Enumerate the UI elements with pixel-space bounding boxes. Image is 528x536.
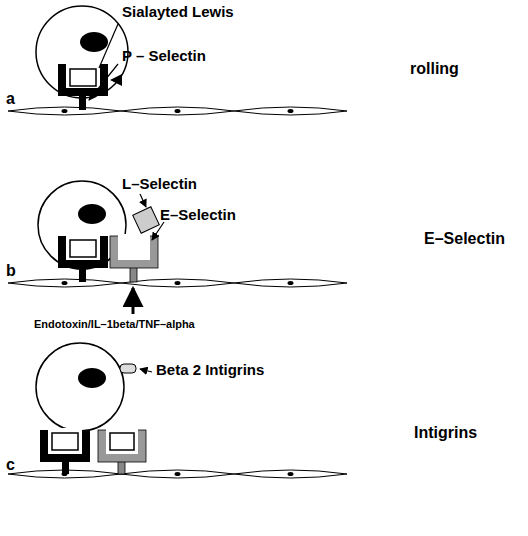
endothelial-cell	[121, 107, 234, 115]
panel-letter: c	[6, 456, 15, 474]
p-selectin-stem	[79, 94, 86, 110]
endothelial-cell	[8, 279, 121, 287]
p-selectin-cup	[40, 430, 90, 462]
endothelial-nucleus	[175, 281, 181, 285]
part-label: L–Selectin	[122, 176, 197, 193]
endothelial-nucleus	[288, 109, 294, 113]
sialyl-lewis	[70, 240, 96, 257]
endothelial-nucleus	[288, 281, 294, 285]
endothelial-nucleus	[62, 109, 68, 113]
leader-line	[152, 222, 164, 240]
sialyl-lewis	[52, 433, 78, 450]
cup-opening	[106, 428, 138, 454]
stimulus-arrow	[132, 288, 135, 314]
p-selectin-stem	[62, 460, 69, 474]
stimulus-label: Endotoxin/IL–1beta/TNF–alpha	[34, 318, 195, 330]
beta2-integrin	[120, 364, 136, 373]
leader-line	[140, 369, 152, 372]
ligand	[110, 433, 134, 450]
arrowhead	[110, 74, 122, 86]
nucleus	[78, 368, 106, 388]
endothelial-cell	[121, 279, 234, 287]
cup-opening	[66, 234, 100, 260]
endothelial-cell	[234, 470, 347, 478]
endothelial-cell	[8, 107, 121, 115]
leukocyte	[36, 6, 128, 98]
leukocyte	[36, 343, 124, 431]
panel-letter: a	[6, 90, 15, 108]
endothelium	[8, 107, 347, 478]
p-selectin-stem	[79, 266, 86, 282]
cup-opening	[48, 428, 82, 454]
stage-label: Intigrins	[414, 424, 477, 442]
e-selectin-cup	[98, 430, 146, 462]
part-label: P – Selectin	[122, 48, 206, 65]
stage-label: E–Selectin	[424, 230, 505, 248]
part-label: Sialayted Lewis	[122, 4, 234, 21]
endothelial-nucleus	[62, 281, 68, 285]
part-label: Beta 2 Intigrins	[156, 362, 264, 379]
leader-line	[99, 24, 118, 68]
endothelial-nucleus	[175, 472, 181, 476]
endothelial-cell	[121, 470, 234, 478]
p-selectin-cup	[58, 236, 108, 268]
cup-opening	[118, 234, 150, 260]
stage-label: rolling	[410, 60, 459, 78]
cup-opening	[66, 62, 100, 88]
panel-letter: b	[6, 262, 16, 280]
endothelial-nucleus	[175, 109, 181, 113]
leader-line	[140, 194, 146, 207]
part-label: E–Selectin	[160, 207, 236, 224]
sialyl-lewis	[70, 69, 96, 86]
leader-line	[89, 64, 118, 100]
p-selectin-cup	[58, 64, 108, 96]
nucleus	[80, 32, 108, 52]
nucleus	[78, 204, 106, 224]
endothelial-cell	[234, 279, 347, 287]
endothelial-nucleus	[288, 472, 294, 476]
endothelial-cell	[234, 107, 347, 115]
l-selectin	[133, 207, 160, 234]
